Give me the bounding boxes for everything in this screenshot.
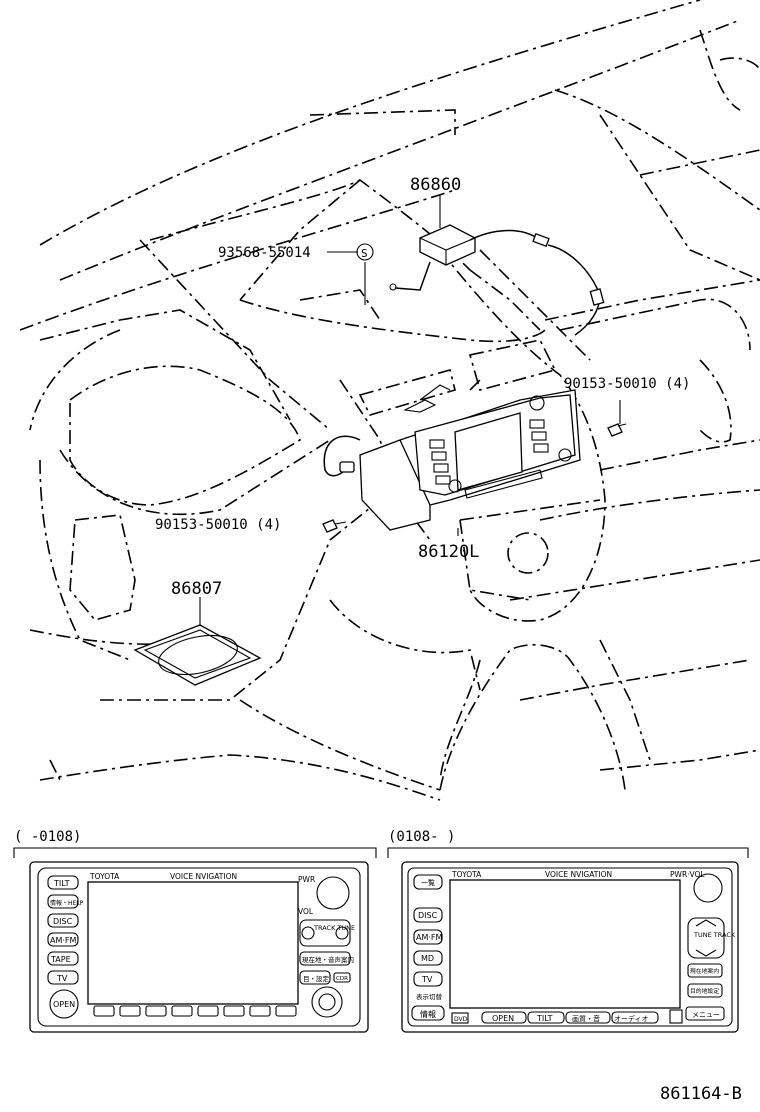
variant-a-unit: TOYOTA VOICE NVIGATION PWR VOL TILT 情報・H… — [29, 861, 369, 1033]
button-audio: オーディオ — [614, 1014, 649, 1023]
variant-b-unit: TOYOTA VOICE NVIGATION PWR·VOL 一覧 DISC A… — [401, 861, 739, 1033]
variant-a-right-buttons: 現在地・音声案内 目・設定 CDR — [299, 951, 354, 985]
variant-a-bottom-buttons — [93, 1005, 297, 1017]
svg-text:TRACK TUNE: TRACK TUNE — [313, 924, 355, 932]
variant-b-brand: TOYOTA — [451, 870, 482, 879]
variant-b-bottom-buttons: OPEN TILT 画質・音 オーディオ — [481, 1011, 659, 1024]
button-menu: メニュー — [692, 1011, 720, 1019]
variant-a-system: VOICE NVIGATION — [170, 872, 237, 881]
svg-text:TUNE TRACK: TUNE TRACK — [693, 931, 736, 939]
label-display: 表示切替 — [416, 992, 443, 1001]
variant-a-left-buttons: TILT 情報・HELP DISC AM·FM TAPE TV — [47, 875, 84, 985]
nav-unit-buttons — [429, 395, 572, 499]
navigation-unit — [323, 384, 581, 536]
clamp-symbol: S — [356, 243, 374, 261]
variant-b-right-buttons: 現在地案内 目的地設定 メニュー — [685, 963, 725, 1021]
label-antenna: 86860 — [410, 175, 461, 195]
variant-b-left-buttons: 一覧 DISC AM·FM MD TV 表示切替 情報 — [411, 874, 445, 1021]
label-screw-left: 90153-50010 (4) — [155, 517, 281, 533]
button-location: 現在地・音声案内 — [302, 955, 354, 964]
dvd-logo: DVD — [454, 1016, 468, 1023]
button-open-b: OPEN — [492, 1014, 514, 1023]
variant-a-brand: TOYOTA — [89, 872, 120, 881]
variant-a: ( -0108) TOYOTA VOICE NVIGATION PWR VOL … — [13, 829, 377, 1033]
variant-b-tune-track: TUNE TRACK — [687, 917, 736, 959]
dashboard-outline — [19, 0, 760, 801]
button-tilt: TILT — [53, 879, 70, 888]
variant-a-range: ( -0108) — [14, 829, 81, 845]
button-list: 一覧 — [421, 878, 435, 887]
gps-antenna — [389, 195, 605, 336]
button-tilt-b: TILT — [536, 1014, 553, 1023]
label-clamp: 93568-55014 — [218, 245, 311, 261]
variant-a-pwr: PWR — [298, 875, 315, 884]
label-screw-right: 90153-50010 (4) — [564, 376, 690, 392]
button-disc: DISC — [53, 917, 73, 926]
svg-text:S: S — [361, 247, 368, 260]
button-tv-b: TV — [421, 975, 433, 984]
button-am-fm-b: AM·FM — [416, 933, 443, 942]
variant-a-track-tune: TRACK TUNE — [299, 919, 355, 947]
variant-b-range: (0108- ) — [388, 829, 455, 845]
button-open: OPEN — [53, 1000, 75, 1009]
button-tv: TV — [56, 974, 68, 983]
button-am-fm: AM·FM — [50, 936, 77, 945]
screw-left — [322, 519, 347, 533]
reference-code: 861164-B — [660, 1084, 742, 1104]
button-destination: 目的地設定 — [690, 987, 719, 995]
button-cdr: CDR — [336, 976, 348, 982]
label-nav-unit: 86120L — [418, 542, 479, 562]
screw-right — [607, 400, 627, 437]
button-md: MD — [421, 954, 434, 963]
variant-b-system: VOICE NVIGATION — [545, 870, 612, 879]
variant-b: (0108- ) TOYOTA VOICE NVIGATION PWR·VOL … — [387, 829, 749, 1033]
button-disc-b: DISC — [418, 911, 438, 920]
button-tape: TAPE — [50, 955, 71, 964]
button-picture-sound: 画質・音 — [572, 1014, 600, 1023]
button-current-location: 現在地案内 — [690, 967, 719, 975]
label-bezel: 86807 — [171, 579, 222, 599]
button-info-b: 情報 — [420, 1009, 436, 1019]
variant-b-pwr-vol: PWR·VOL — [670, 870, 705, 879]
variant-a-vol: VOL — [298, 907, 314, 916]
button-info: 情報・HELP — [50, 899, 84, 907]
button-settings: 目・設定 — [303, 974, 330, 983]
bezel-part — [133, 597, 262, 686]
